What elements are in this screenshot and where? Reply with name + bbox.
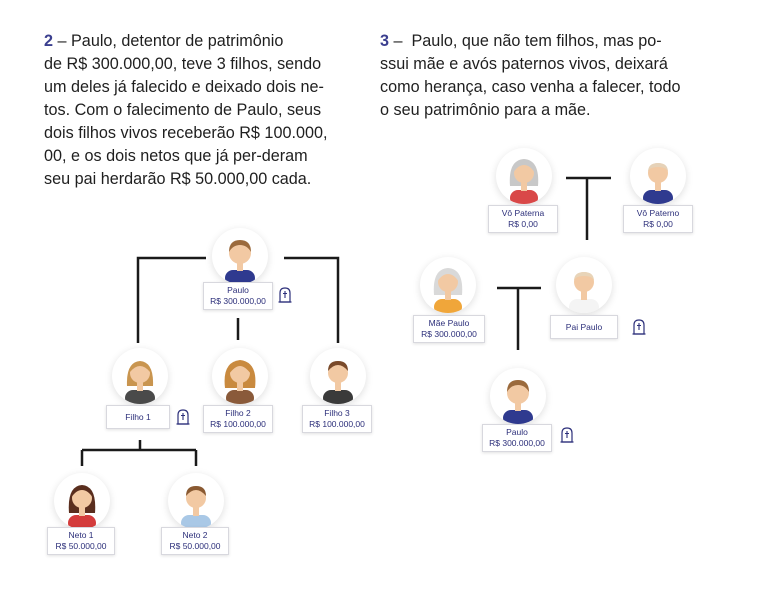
tombstone-icon — [278, 287, 292, 303]
paragraph-3: 3 – Paulo, que não tem filhos, mas po- s… — [380, 30, 681, 122]
vo-paterno-card: Vô Paterno R$ 0,00 — [623, 205, 693, 233]
person-name: Paulo — [506, 427, 528, 437]
person-name: Filho 1 — [125, 412, 151, 422]
person-value: R$ 50.000,00 — [169, 541, 221, 551]
person-value: R$ 100.000,00 — [210, 419, 266, 429]
paragraph-3-line: como herança, caso venha a falecer, todo — [380, 78, 681, 96]
paragraph-2-line: um deles já falecido e deixado dois ne- — [44, 78, 324, 96]
person-value: R$ 300.000,00 — [489, 438, 545, 448]
paulo-avatar — [212, 228, 268, 284]
tombstone-icon — [176, 409, 190, 425]
person-value: R$ 300.000,00 — [210, 296, 266, 306]
paragraph-3-line: o seu patrimônio para a mãe. — [380, 101, 591, 119]
paragraph-2-line: – Paulo, detentor de patrimônio — [53, 32, 284, 50]
connector-paulo-filho1 — [136, 256, 206, 343]
vo-paterno-avatar — [630, 148, 686, 204]
filho3-avatar — [310, 348, 366, 404]
person-name: Paulo — [227, 285, 249, 295]
neto1-avatar — [54, 473, 110, 529]
person-name: Pai Paulo — [565, 322, 603, 332]
filho1-avatar — [112, 348, 168, 404]
person-name: Mãe Paulo — [428, 318, 470, 328]
paragraph-3-line: ssui mãe e avós paternos vivos, deixará — [380, 55, 668, 73]
neto1-card: Neto 1 R$ 50.000,00 — [47, 527, 115, 555]
neto2-card: Neto 2 R$ 50.000,00 — [161, 527, 229, 555]
person-value: R$ 50.000,00 — [55, 541, 107, 551]
paragraph-2: 2 – Paulo, detentor de patrimônio de R$ … — [44, 30, 327, 191]
paragraph-2-line: 00, e os dois netos que já per-deram — [44, 147, 308, 165]
paragraph-3-line: – Paulo, que não tem filhos, mas po- — [389, 32, 662, 50]
person-name: Neto 1 — [68, 530, 94, 540]
person-name: Filho 3 — [324, 408, 350, 418]
person-value: R$ 300.000,00 — [421, 329, 477, 339]
vo-paterna-avatar — [496, 148, 552, 204]
paragraph-2-line: dois filhos vivos receberão R$ 100.000, — [44, 124, 328, 142]
tombstone-icon — [632, 319, 646, 335]
mae-paulo-avatar — [420, 257, 476, 313]
vo-paterna-card: Vô Paterna R$ 0,00 — [488, 205, 558, 233]
paragraph-2-line: tos. Com o falecimento de Paulo, seus — [44, 101, 322, 119]
filho2-avatar — [212, 348, 268, 404]
pai-paulo-avatar — [556, 257, 612, 313]
person-name: Vô Paterno — [636, 208, 680, 218]
paragraph-3-number: 3 — [380, 32, 390, 50]
person-name: Neto 2 — [182, 530, 208, 540]
neto2-avatar — [168, 473, 224, 529]
paragraph-2-line: seu pai herdarão R$ 50.000,00 cada. — [44, 170, 312, 188]
person-name: Filho 2 — [225, 408, 251, 418]
person-name: Vô Paterna — [501, 208, 545, 218]
paulo-tree3-card: Paulo R$ 300.000,00 — [482, 424, 552, 452]
tombstone-icon — [560, 427, 574, 443]
paragraph-2-number: 2 — [44, 32, 54, 50]
mae-paulo-card: Mãe Paulo R$ 300.000,00 — [413, 315, 485, 343]
person-value: R$ 0,00 — [508, 219, 538, 229]
paragraph-2-line: de R$ 300.000,00, teve 3 filhos, sendo — [44, 55, 322, 73]
filho3-card: Filho 3 R$ 100.000,00 — [302, 405, 372, 433]
filho2-card: Filho 2 R$ 100.000,00 — [203, 405, 273, 433]
person-value: R$ 100.000,00 — [309, 419, 365, 429]
person-value: R$ 0,00 — [643, 219, 673, 229]
paulo-tree3-avatar — [490, 368, 546, 424]
paulo-card: Paulo R$ 300.000,00 — [203, 282, 273, 310]
pai-paulo-card: Pai Paulo — [550, 315, 618, 339]
connector-paulo-filho3 — [284, 256, 340, 343]
filho1-card: Filho 1 — [106, 405, 170, 429]
